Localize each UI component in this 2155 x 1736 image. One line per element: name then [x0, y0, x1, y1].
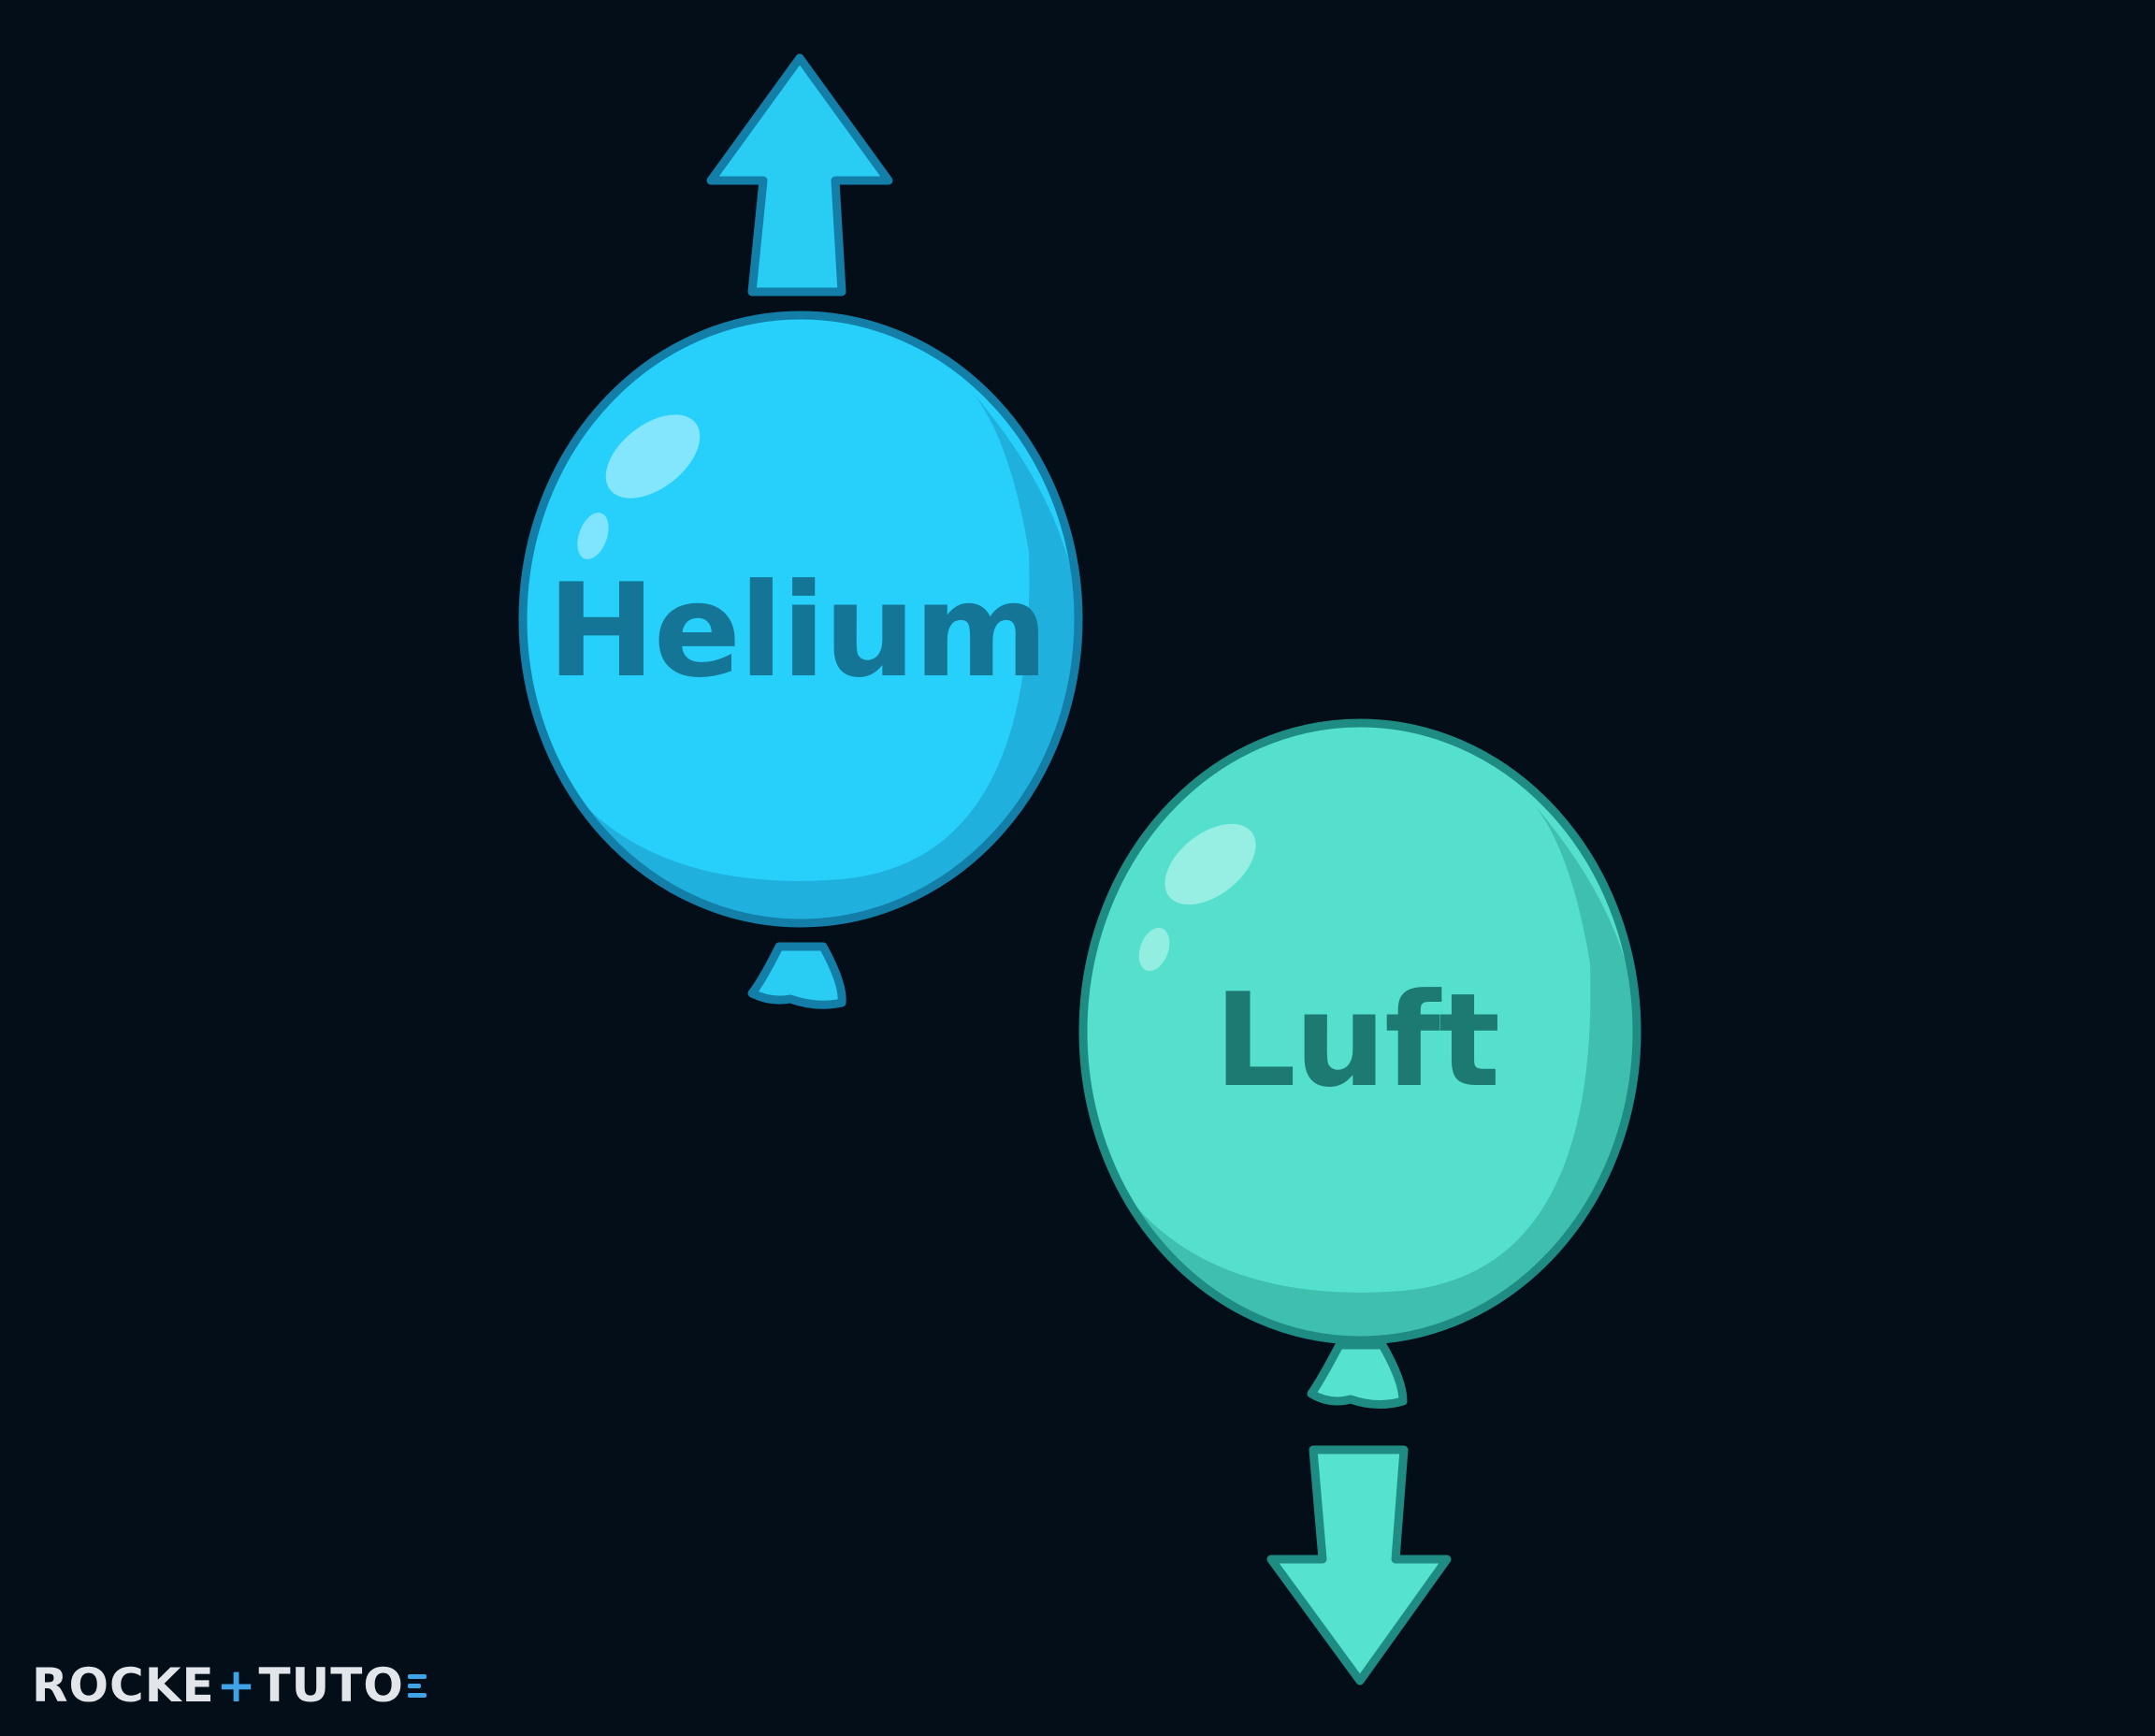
air-highlight	[1164, 823, 1256, 905]
air-balloon-knot	[1307, 1340, 1408, 1409]
air-balloon: Luft	[1078, 718, 1642, 1409]
arrow-up-icon	[706, 53, 893, 297]
helium-highlight	[605, 414, 701, 499]
logo-text-rocket: ROCKE	[32, 1658, 215, 1713]
logo-plus-icon: +	[216, 1658, 257, 1713]
logo-text-tutor: TUTO	[258, 1658, 404, 1713]
rocket-tutor-logo: ROCKE + TUTO	[32, 1657, 427, 1714]
logo-speed-lines-icon	[407, 1669, 427, 1702]
air-label: Luft	[1214, 965, 1498, 1116]
arrow-down-icon	[1266, 1445, 1452, 1685]
helium-balloon: Helium	[518, 311, 1083, 1009]
helium-label: Helium	[547, 556, 1047, 706]
helium-balloon-knot	[747, 942, 846, 1009]
